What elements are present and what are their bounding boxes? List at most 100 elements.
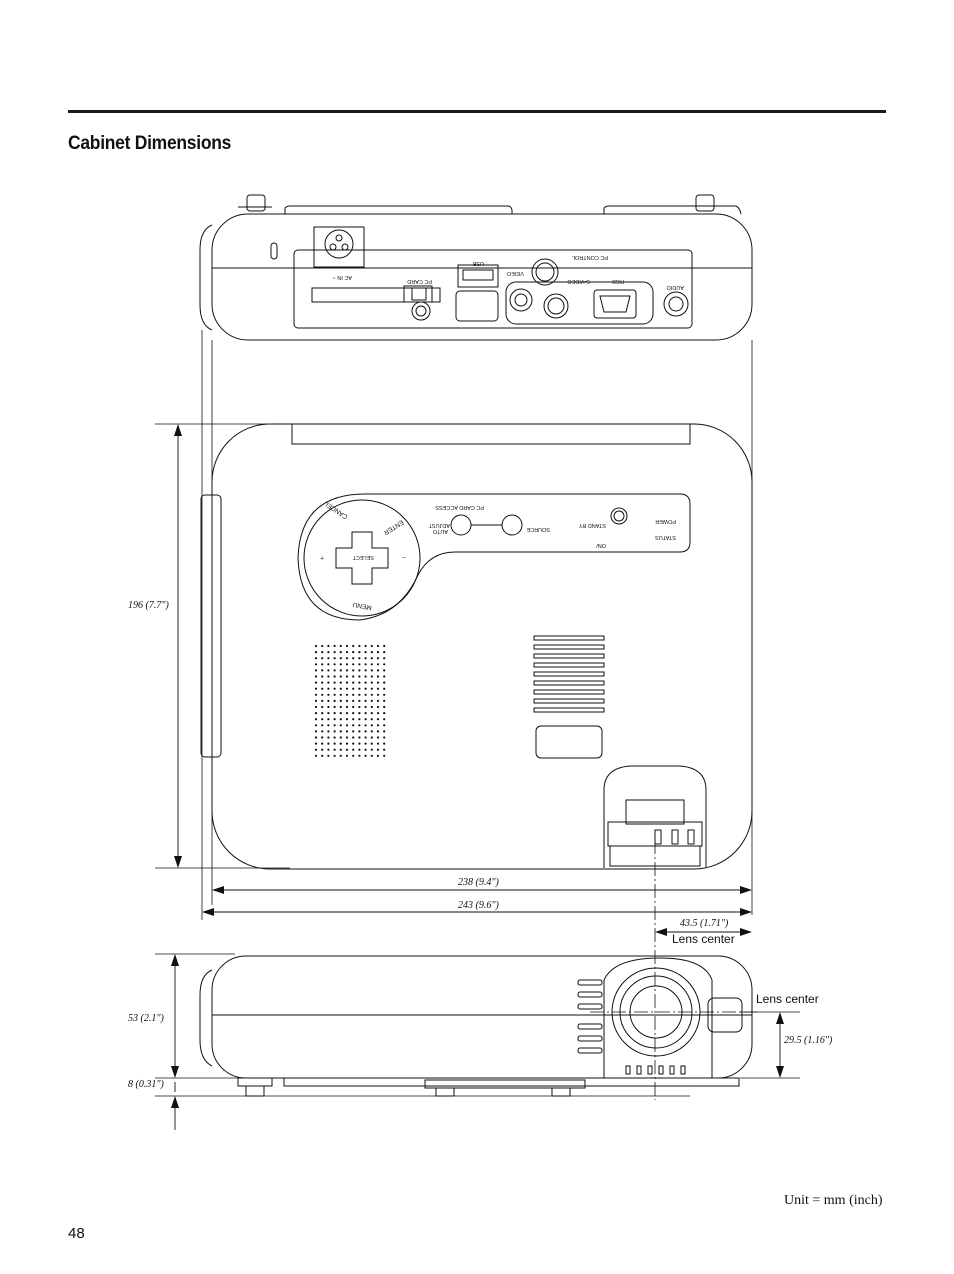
- grille-dot: [383, 651, 386, 654]
- grille-dot: [345, 736, 349, 739]
- grille-dot: [352, 681, 355, 684]
- grille-dot: [370, 681, 373, 684]
- grille-dot: [352, 736, 355, 739]
- grille-dot: [376, 730, 380, 733]
- grille-dot: [321, 699, 324, 703]
- dim-depth: 196 (7.7"): [128, 600, 170, 611]
- grille-dot: [339, 718, 342, 721]
- grille-dot: [321, 675, 324, 678]
- grille-dot: [364, 742, 367, 745]
- grille-dot: [352, 657, 355, 660]
- grille-dot: [314, 681, 318, 684]
- grille-dot: [352, 644, 355, 648]
- label-s-video: S-VIDEO: [567, 278, 590, 284]
- grille-dot: [345, 675, 349, 678]
- label-enter: ENTER: [382, 518, 405, 536]
- dim-foot: 8 (0.31"): [128, 1079, 165, 1090]
- grille-dot: [376, 663, 380, 666]
- grille-dot: [370, 687, 373, 690]
- grille-dot: [370, 705, 373, 709]
- grille-dot: [358, 699, 361, 703]
- grille-dot: [327, 724, 330, 727]
- grille-dot: [364, 644, 367, 648]
- grille-dot: [370, 754, 373, 757]
- grille-dot: [376, 705, 380, 709]
- grille-dot: [364, 657, 367, 660]
- grille-dot: [321, 663, 324, 666]
- grille-dot: [339, 724, 342, 727]
- grille-dot: [345, 657, 349, 660]
- grille-dot: [345, 748, 349, 751]
- page-title: Cabinet Dimensions: [68, 133, 232, 154]
- grille-dot: [321, 712, 324, 715]
- grille-dot: [339, 736, 342, 739]
- grille-dot: [383, 663, 386, 666]
- grille-dot: [364, 675, 367, 678]
- grille-dot: [364, 663, 367, 666]
- grille-dot: [364, 651, 367, 654]
- grille-dot: [358, 742, 361, 745]
- grille-dot: [364, 730, 367, 733]
- grille-dot: [370, 742, 373, 745]
- grille-dot: [333, 687, 336, 690]
- grille-dot: [327, 669, 330, 672]
- grille-dot: [333, 681, 336, 684]
- grille-dot: [352, 742, 355, 745]
- label-pc-card-access: PC CARD ACCESS: [435, 504, 484, 510]
- grille-dot: [345, 693, 349, 696]
- label-select: SELECT: [352, 554, 374, 560]
- grille-dot: [339, 699, 342, 703]
- grille-dot: [339, 687, 342, 690]
- grille-dot: [339, 675, 342, 678]
- grille-dot: [333, 675, 336, 678]
- rear-panel-labels: AC IN ~ PC CARD USB VIDEO PC CONTROL S-V…: [333, 254, 684, 290]
- grille-dot: [321, 644, 324, 648]
- grille-dot: [314, 699, 318, 703]
- grille-dot: [339, 681, 342, 684]
- header-rule: [68, 110, 886, 113]
- grille-dot: [345, 651, 349, 654]
- grille-dot: [364, 669, 367, 672]
- grille-dot: [327, 712, 330, 715]
- grille-dot: [376, 754, 380, 757]
- grille-dot: [376, 693, 380, 696]
- grille-dot: [364, 724, 367, 727]
- grille-dot: [327, 663, 330, 666]
- grille-dot: [339, 712, 342, 715]
- grille-dot: [321, 669, 324, 672]
- grille-dot: [358, 724, 361, 727]
- grille-dot: [321, 730, 324, 733]
- grille-dot: [364, 693, 367, 696]
- label-plus: +: [320, 554, 324, 561]
- page-number: 48: [68, 1225, 85, 1242]
- grille-dot: [358, 718, 361, 721]
- grille-dot: [327, 718, 330, 721]
- grille-dot: [327, 657, 330, 660]
- grille-dot: [333, 657, 336, 660]
- grille-dot: [370, 736, 373, 739]
- grille-dot: [327, 736, 330, 739]
- grille-dot: [376, 736, 380, 739]
- grille-dot: [327, 742, 330, 745]
- grille-dot: [370, 693, 373, 696]
- grille-dot: [333, 730, 336, 733]
- grille-dot: [383, 675, 386, 678]
- grille-dot: [345, 699, 349, 703]
- grille-dot: [364, 718, 367, 721]
- grille-dot: [345, 687, 349, 690]
- grille-dot: [345, 712, 349, 715]
- grille-dot: [358, 669, 361, 672]
- speaker-grille-dots: [314, 644, 386, 757]
- grille-dot: [352, 669, 355, 672]
- grille-dot: [314, 675, 318, 678]
- grille-dot: [370, 712, 373, 715]
- dimension-lines: [174, 428, 781, 1130]
- grille-dot: [314, 657, 318, 660]
- label-standby: STAND BY: [579, 522, 606, 528]
- grille-dot: [364, 754, 367, 757]
- label-minus: –: [402, 554, 406, 561]
- label-rgb: RGB: [612, 278, 624, 284]
- grille-dot: [339, 730, 342, 733]
- grille-dot: [352, 693, 355, 696]
